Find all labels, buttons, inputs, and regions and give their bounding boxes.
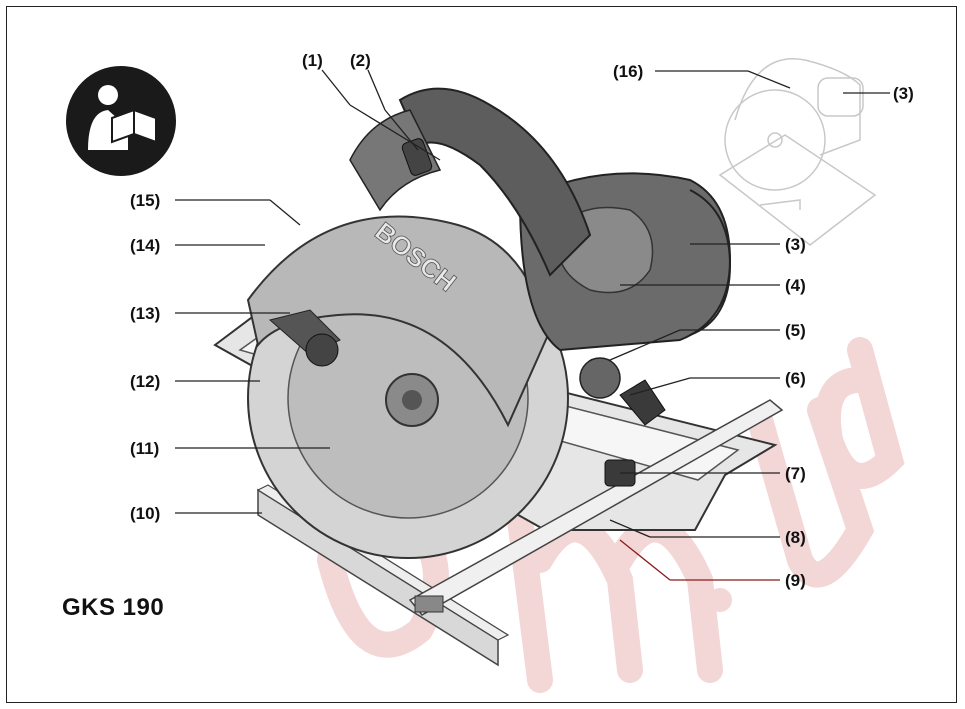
- label-8: (8): [785, 528, 806, 547]
- handle: [349, 87, 592, 277]
- label-6: (6): [785, 369, 806, 388]
- label-9: (9): [785, 571, 806, 590]
- figure-frame: [6, 6, 957, 703]
- adjustment-knobs: [268, 309, 666, 487]
- leader-lines: [175, 69, 890, 538]
- label-7: (7): [785, 464, 806, 483]
- leader-line-9: [619, 539, 780, 581]
- model-name: GKS 190: [62, 594, 165, 621]
- label-2: (2): [350, 51, 371, 70]
- label-5: (5): [785, 321, 806, 340]
- label-12: (12): [130, 372, 161, 391]
- label-11: (11): [130, 439, 160, 458]
- label-10: (10): [130, 504, 161, 523]
- label-14: (14): [130, 236, 161, 255]
- label-16: (16): [613, 62, 644, 81]
- label-15: (15): [130, 191, 161, 210]
- label-3: (3): [785, 235, 806, 254]
- inset-saw: [718, 58, 877, 246]
- label-4: (4): [785, 276, 806, 295]
- label-13: (13): [130, 304, 161, 323]
- label-3-inset: (3): [893, 84, 914, 103]
- blade-guard: [246, 215, 569, 559]
- read-manual-icon: [66, 66, 176, 176]
- label-1: (1): [302, 51, 323, 70]
